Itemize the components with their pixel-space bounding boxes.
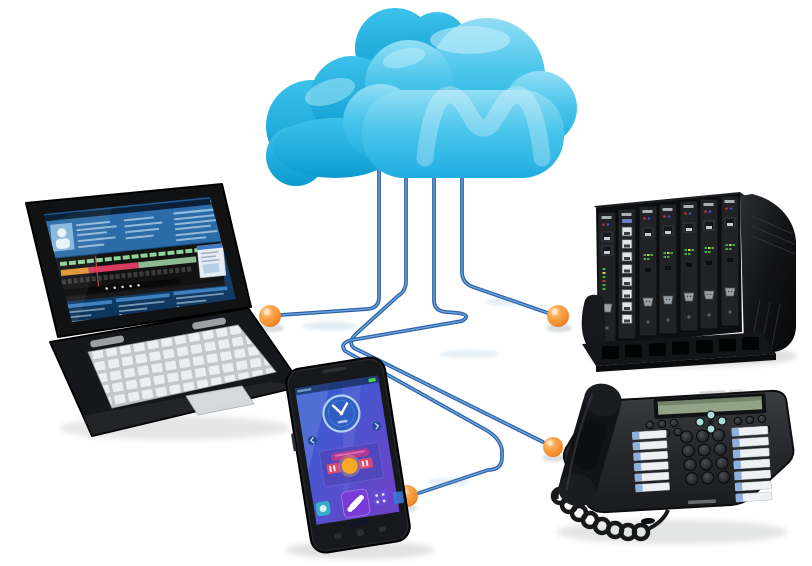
pbx-module — [658, 203, 678, 335]
messages-app-icon[interactable] — [392, 491, 404, 505]
pbx-module-lan — [617, 208, 637, 340]
back-key-icon — [334, 533, 342, 539]
volume-button[interactable] — [291, 433, 297, 452]
pbx-module — [720, 195, 740, 327]
pbx-module — [679, 200, 699, 332]
battery-icon — [368, 377, 376, 383]
cable-path — [460, 168, 550, 315]
pbx-base-lip — [596, 354, 776, 372]
dock-label — [348, 519, 369, 528]
app-icons-row — [315, 488, 404, 519]
endpoint-desk-phone — [542, 437, 566, 462]
ball-shadow — [546, 324, 572, 332]
brand-mark — [699, 390, 726, 395]
cable-highlight — [461, 169, 549, 314]
front-notch — [641, 517, 655, 525]
connection-cloud-desk-phone — [349, 168, 545, 444]
desk-phone-display — [653, 389, 767, 419]
laptop-hinge-left — [90, 335, 124, 348]
endpoint-pbx — [546, 305, 572, 332]
home-key-icon — [356, 529, 364, 537]
menu-key-icon — [378, 526, 387, 532]
laptop-touchpad[interactable] — [185, 385, 255, 416]
pbx-node — [581, 192, 796, 372]
dial-keypad[interactable] — [680, 428, 731, 486]
connection-cloud-pbx — [460, 168, 550, 315]
laptop-hinge-right — [192, 317, 226, 330]
ball-glint — [552, 309, 558, 315]
connections — [278, 168, 550, 495]
cloud-logo-m-wave-icon — [416, 86, 551, 167]
ball-shadow — [542, 454, 566, 462]
pbx-side-fin — [740, 194, 796, 353]
speed-dial-right[interactable] — [731, 425, 773, 503]
clock-widget[interactable] — [321, 393, 362, 434]
nav-cluster[interactable] — [695, 410, 727, 434]
cable-highlight — [279, 169, 380, 316]
connection-cloud-laptop — [278, 168, 381, 317]
ball-shadow — [258, 324, 284, 332]
cloud-front — [343, 18, 577, 178]
cloud-node — [266, 8, 577, 186]
pbx-module — [699, 198, 719, 330]
handset[interactable] — [554, 379, 625, 511]
cable-highlight — [342, 169, 503, 494]
ball-glint — [264, 309, 270, 315]
laptop-node — [25, 183, 303, 437]
apps-grid-icon[interactable] — [372, 489, 389, 507]
earpiece — [322, 366, 347, 374]
connection-cloud-smartphone — [341, 168, 504, 495]
cable-path — [278, 168, 381, 317]
laptop-deck-glare — [60, 382, 302, 436]
speed-dial-left[interactable] — [631, 429, 670, 493]
ball — [259, 305, 281, 327]
desk-phone-node — [550, 379, 795, 542]
cable-highlight — [350, 169, 544, 443]
endpoint-laptop — [258, 305, 284, 332]
ball — [543, 437, 563, 457]
smartphone-node — [285, 356, 411, 554]
ball-glint — [547, 440, 553, 446]
sun-icon — [341, 457, 358, 474]
bezel-nav-keys[interactable] — [334, 525, 387, 540]
pbx-module — [638, 205, 658, 337]
pbx-base-slots — [602, 337, 759, 359]
weather-widget[interactable] — [319, 442, 384, 488]
brand-label — [687, 499, 717, 505]
pbx-left-fin — [581, 294, 606, 354]
laptop-keys[interactable] — [87, 324, 277, 409]
status-bar — [294, 375, 380, 396]
timeline-panel — [53, 241, 225, 299]
ball — [547, 305, 569, 327]
